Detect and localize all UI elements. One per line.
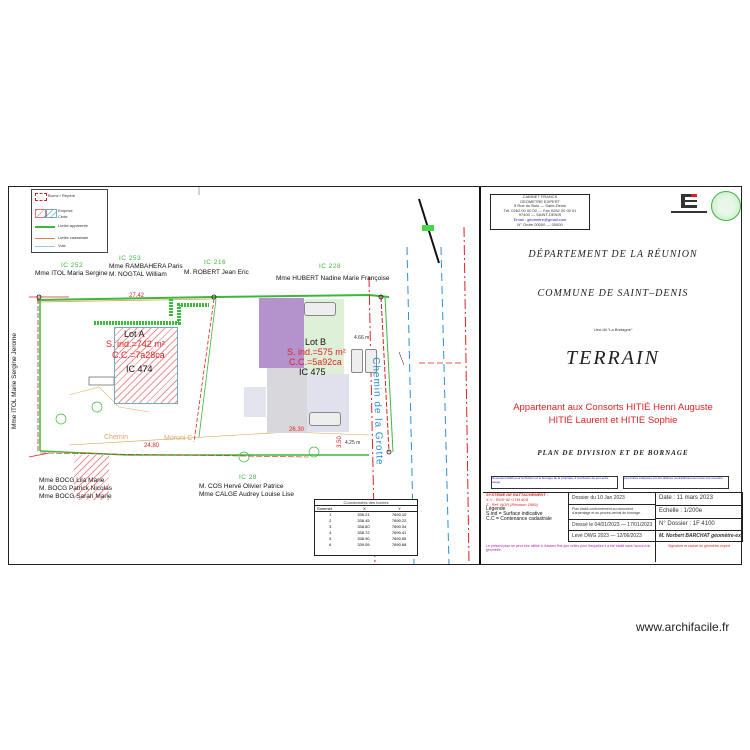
lot-b-purple-zone [259, 298, 304, 368]
legend: Borne / Repère Emprise Cède Limite appar… [31, 189, 108, 253]
blue-line-icon [35, 246, 55, 247]
cabinet-line: 97400 — SAINT-DENIS [518, 212, 562, 218]
legend-label: Voie [58, 243, 66, 248]
owner-name: Mme CALGE Audrey Louise Lise [199, 491, 295, 498]
cabinet-line: CABINET FRANCK [522, 194, 558, 199]
emprise-hatch [74, 455, 109, 500]
hatch-blue-icon [45, 209, 57, 218]
car-icon [365, 349, 377, 373]
legend-label: Cède [58, 214, 68, 219]
car-icon [304, 302, 336, 316]
legend-label: Borne / Repère [48, 193, 76, 198]
dimension: 24.80 [144, 443, 160, 449]
oge-circle-logo-icon [711, 191, 741, 221]
legend-label: Limite apparente [58, 223, 88, 228]
footer-notice-left: Le présent plan ne peut être utilisé à d… [486, 544, 651, 553]
owner-name: M. COS Hervé Olivier Patrice [199, 483, 284, 490]
dimension: 27.42 [129, 293, 145, 299]
parcel-id: IC 216 [204, 259, 227, 266]
legend-label: Limite cadastrale [58, 235, 89, 240]
legend-entry: C.C = Contenance cadastrale [486, 516, 552, 522]
owner-name: M. NOGTAL William [109, 271, 167, 278]
system-line: Z : Ref. NGR (Réunion 1989) [486, 502, 538, 507]
coordinates-table-header: Sommet X Y [315, 506, 417, 512]
title-block: CABINET FRANCK GEOMETRE EXPERT 5 Rue du … [479, 187, 743, 564]
watermark: www.archifacile.fr [636, 620, 730, 634]
lot-a-parcel: IC 474 [126, 364, 153, 374]
department-heading: DÉPARTEMENT DE LA RÉUNION [528, 249, 698, 260]
lot-b-cadastral: C.C.=5a92ca [289, 357, 342, 367]
dimension: 26.30 [289, 427, 305, 433]
cabinet-email: Email : geometre@gmail.com [513, 216, 567, 222]
dimension: 4.66 m [354, 335, 370, 341]
plan-linework [28, 187, 470, 564]
owner-name: Mme ITOL Maria Sergine [35, 270, 108, 277]
lot-b-parcel: IC 475 [299, 367, 326, 377]
scale-cell: Echelle : 1/200e [655, 505, 743, 519]
dimension: 4.25 m [345, 440, 361, 446]
notice-right: Les limites indiquées ont été définies c… [623, 476, 729, 489]
location-label: Lieu-dit "La Bretagne" [593, 327, 633, 332]
road-label-south: Chemin [104, 434, 129, 441]
annex-building [244, 387, 266, 417]
note-cell: Plan établi conformément au document d'a… [568, 504, 656, 520]
owner-line-1: Appartenant aux Consorts HITIÉ Henri Aug… [513, 402, 713, 413]
marker-symbol-icon [35, 193, 47, 201]
lot-a-area: S. ind.=742 m² [106, 339, 165, 349]
commune-heading: COMMUNE DE SAINT–DENIS [537, 288, 689, 299]
owner-name: Mme HUBERT Nadine Marie Françoise [276, 275, 390, 282]
signature-cell: M. Norbert BARCHAT géomètre-expert [655, 530, 743, 542]
cad-cell: Levé DWG 2023 — 12/06/2023 [568, 530, 656, 542]
cabinet-line: 5 Rue du Bois — Saint-Denis [513, 203, 567, 209]
plan-type: PLAN DE DIVISION ET DE BORNAGE [537, 449, 689, 457]
coordinates-table-title: Coordonnées des bornes [315, 500, 417, 506]
owner-name-left: Mme ITOL Marie Sergine Jerome [11, 332, 19, 430]
road-label-south-2: Moroni C [164, 435, 193, 442]
system-block: SYSTEME DE RATTACHEMENT : X,Y : RGR 92 U… [483, 492, 568, 542]
lot-b-title: Lot B [305, 337, 327, 347]
lot-a-building-footprint [114, 327, 178, 404]
lot-a-cadastral: C.C.=7a28ca [112, 350, 165, 360]
ordre-geometres-logo-icon [671, 194, 707, 216]
legend-entry: S.ind = Surface indicative [486, 511, 543, 517]
parcel-id: IC 28 [239, 474, 258, 481]
car-icon [309, 412, 341, 426]
lot-a-title: Lot A [124, 329, 145, 339]
car-icon [351, 349, 363, 373]
system-title: SYSTEME DE RATTACHEMENT : [486, 492, 549, 497]
cabinet-line: N° Ordre 00000 — 00000 [517, 221, 563, 227]
parcel-id: IC 253 [119, 255, 142, 262]
red-line-icon [35, 238, 55, 239]
legend-title: Légende [486, 506, 506, 512]
drawing-sheet: Borne / Repère Emprise Cède Limite appar… [8, 186, 743, 565]
cabinet-line: GEOMETRE EXPERT [520, 198, 560, 204]
system-line: X,Y : RGR 92 UTM 40S [486, 497, 529, 502]
cabinet-line: Tél. 0262 00 00 00 — Fax 0262 00 00 01 [503, 207, 577, 213]
parcel-id: IC 228 [319, 263, 342, 270]
notice-left: Document établi pour la division et le b… [491, 476, 618, 489]
footer-notice-right: Signature et cachet du géomètre-expert [668, 544, 730, 548]
cabinet-box: CABINET FRANCK GEOMETRE EXPERT 5 Rue du … [490, 194, 590, 230]
lot-b-area: S. ind.=575 m² [287, 347, 346, 357]
lot-b-grey-zone [267, 368, 307, 433]
owner-name: M. ROBERT Jean Eric [184, 269, 249, 276]
owner-name: Mme BOCG Lila Marie [39, 477, 105, 484]
green-line-icon [35, 226, 55, 228]
dimension: 3.50 [336, 436, 343, 448]
date-cell: Date : 11 mars 2023 [655, 492, 743, 506]
parcel-id: IC 252 [61, 262, 84, 269]
legend-label: Emprise [58, 208, 73, 213]
plan-title: TERRAIN [566, 347, 660, 369]
site-plan: Borne / Repère Emprise Cède Limite appar… [9, 187, 479, 564]
owner-line-2: HITIÉ Laurent et HITIE Sophie [548, 415, 678, 426]
owner-name: Mme RAMBAHERA Paris [109, 263, 183, 270]
